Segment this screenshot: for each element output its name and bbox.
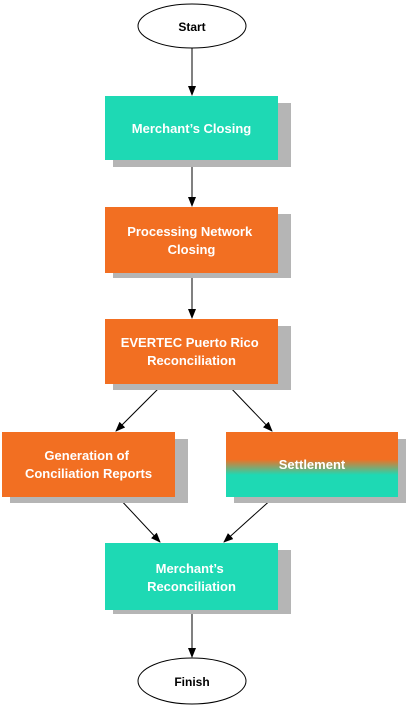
- process-evertec-reconciliation: EVERTEC Puerto Rico Reconciliation: [105, 319, 291, 390]
- finish-terminator: Finish: [137, 657, 247, 705]
- arrow-settlement-to-merchant-reconciliation: [223, 496, 275, 543]
- merchant-reconciliation-label: Merchant’s Reconciliation: [147, 561, 236, 594]
- connectors: [115, 48, 275, 658]
- process-settlement: Settlement: [226, 432, 406, 503]
- processing-network-closing-label: Processing Network Closing: [127, 224, 256, 257]
- process-processing-network-closing: Processing Network Closing: [105, 207, 291, 278]
- arrow-evertec-to-settlement: [227, 384, 273, 432]
- evertec-reconciliation-label: EVERTEC Puerto Rico Reconciliation: [121, 335, 263, 368]
- merchant-closing-label: Merchant’s Closing: [132, 121, 251, 136]
- finish-label: Finish: [174, 675, 209, 689]
- process-merchant-reconciliation: Merchant’s Reconciliation: [105, 543, 291, 614]
- process-merchant-closing: Merchant’s Closing: [105, 96, 291, 167]
- generation-reports-label: Generation of Conciliation Reports: [25, 448, 152, 481]
- process-generation-reports: Generation of Conciliation Reports: [2, 432, 188, 503]
- arrow-evertec-to-generation: [115, 384, 163, 432]
- arrow-generation-to-merchant-reconciliation: [117, 496, 161, 543]
- start-label: Start: [178, 20, 205, 34]
- start-terminator: Start: [137, 3, 247, 49]
- settlement-label: Settlement: [279, 457, 346, 472]
